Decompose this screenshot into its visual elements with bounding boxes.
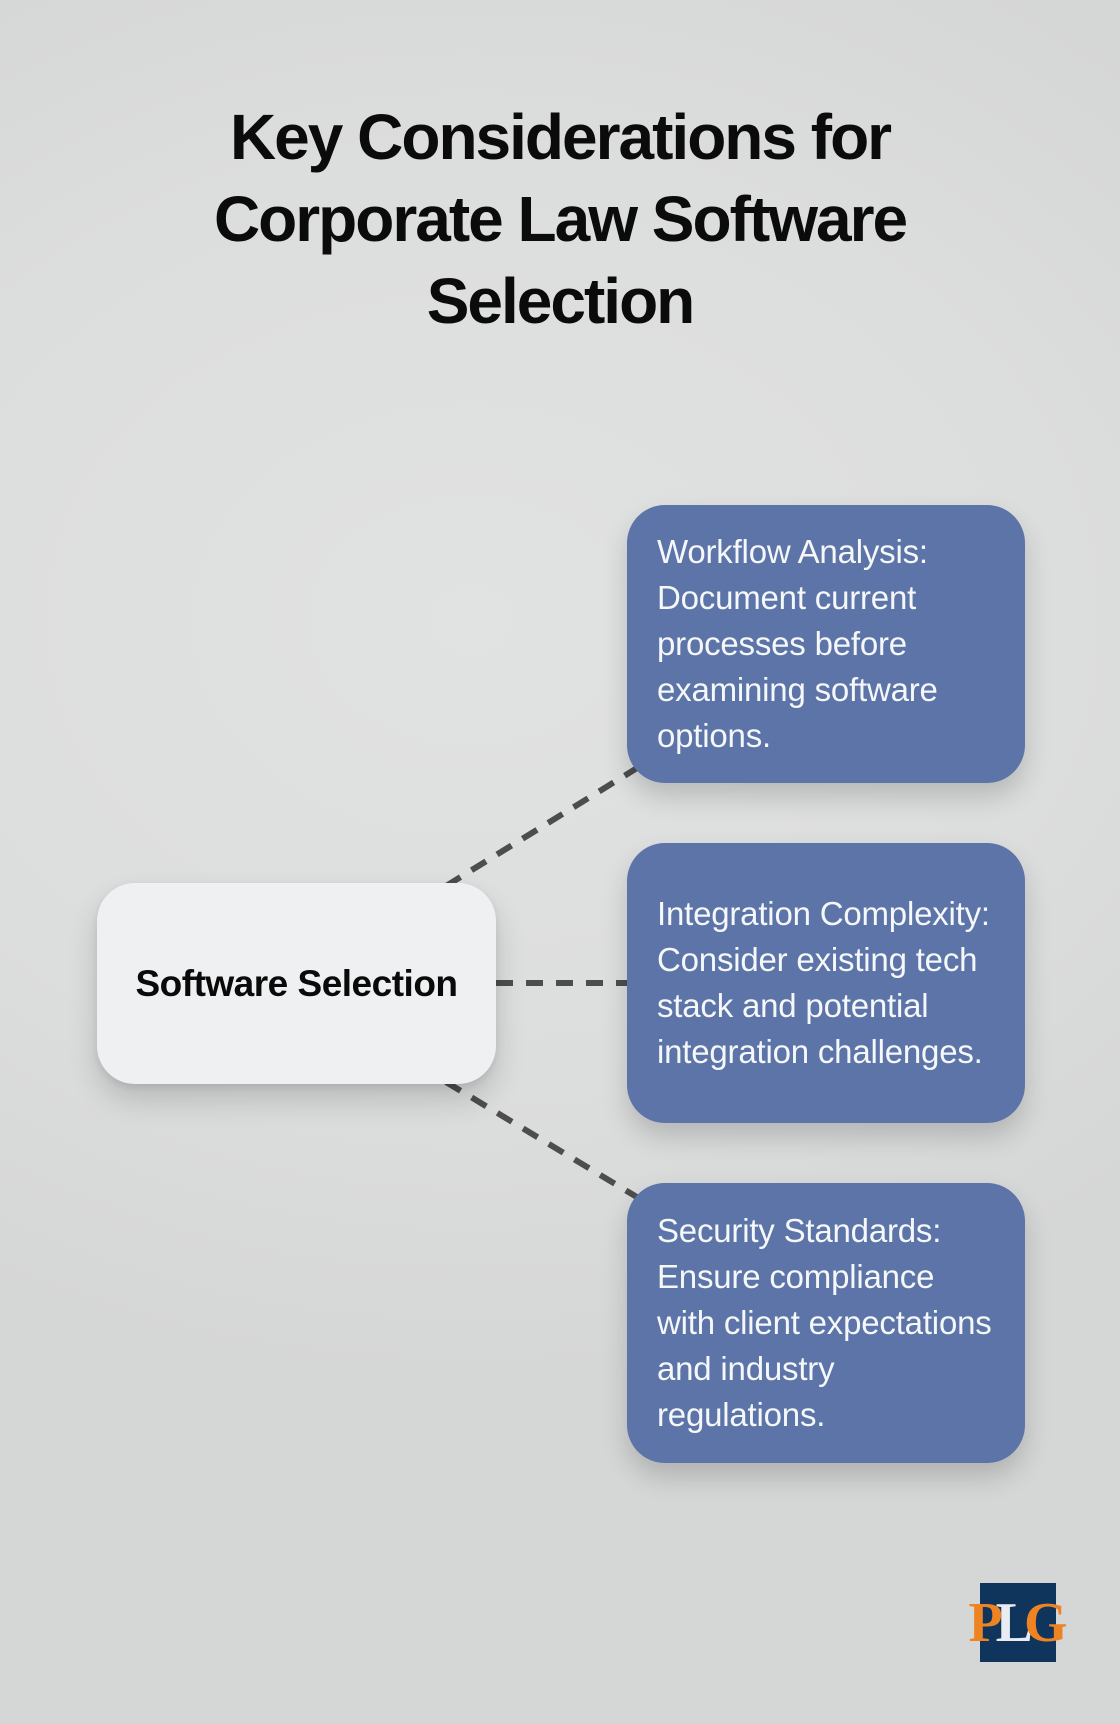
consideration-text-integration-complexity: Integration Complexity: Consider existin… xyxy=(657,895,990,1070)
center-node-label: Software Selection xyxy=(135,962,458,1004)
logo-letter-g: G xyxy=(1024,1591,1068,1654)
title-line-2: Corporate Law Software xyxy=(213,183,908,255)
plg-logo: P L G xyxy=(968,1583,1068,1662)
consideration-text-workflow-analysis: Workflow Analysis: Document current proc… xyxy=(657,533,938,754)
logo-letter-l: L xyxy=(995,1591,1034,1654)
center-node-software-selection: Software Selection xyxy=(97,883,496,1084)
title-line-1: Key Considerations for xyxy=(229,101,892,173)
consideration-card-integration-complexity: Integration Complexity: Consider existin… xyxy=(627,843,1025,1123)
page-title: Key Considerations for Corporate Law Sof… xyxy=(0,96,1120,342)
consideration-card-workflow-analysis: Workflow Analysis: Document current proc… xyxy=(627,505,1025,783)
consideration-card-security-standards: Security Standards: Ensure compliance wi… xyxy=(627,1183,1025,1463)
connector-line-security xyxy=(444,1079,652,1208)
logo-letter-p: P xyxy=(968,1591,1003,1654)
connector-line-workflow xyxy=(444,757,652,889)
consideration-text-security-standards: Security Standards: Ensure compliance wi… xyxy=(657,1212,992,1433)
title-line-3: Selection xyxy=(426,265,696,337)
